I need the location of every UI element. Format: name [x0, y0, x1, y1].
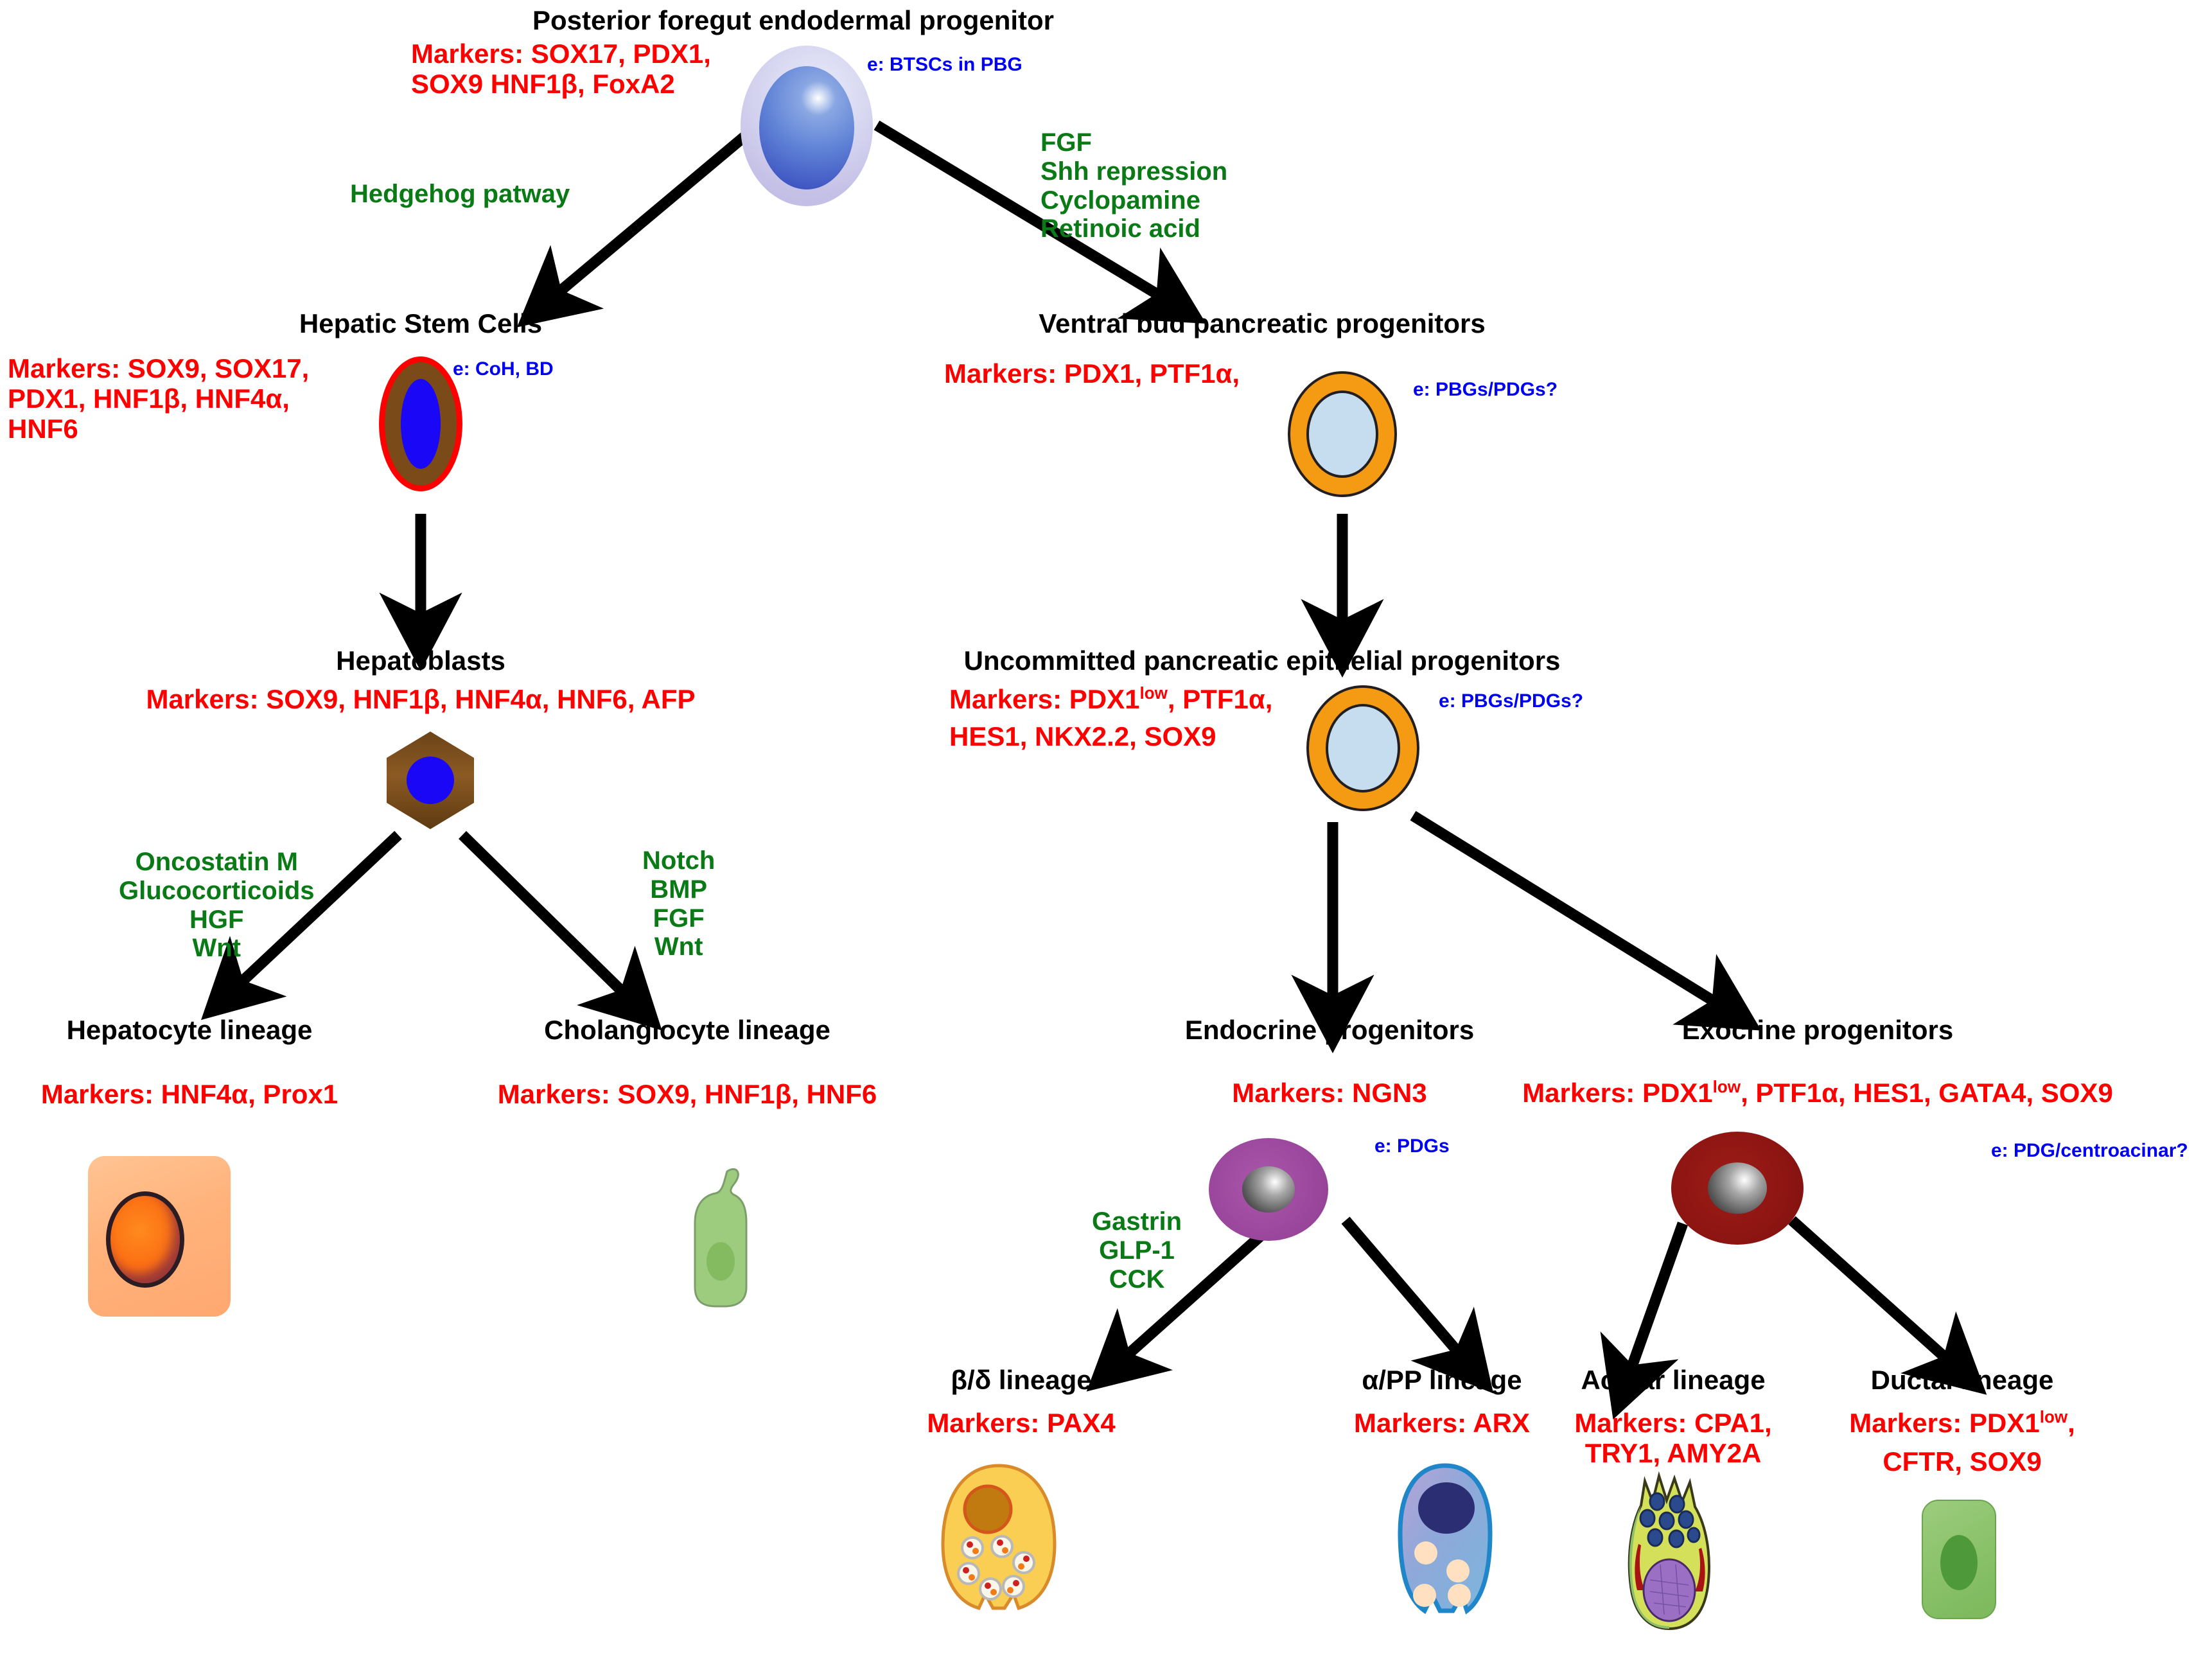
- hepatoblasts-title: Hepatoblasts: [336, 645, 505, 676]
- acinar-cell-shape: [1628, 1471, 1710, 1631]
- cholangiocyte-lineage-markers: Markers: SOX9, HNF1β, HNF6: [497, 1079, 877, 1109]
- exocrine-markers-prefix: Markers: PDX1: [1522, 1078, 1713, 1108]
- exocrine-progenitors-markers: Markers: PDX1low, PTF1α, HES1, GATA4, SO…: [1522, 1077, 2113, 1108]
- hepatocyte-lineage-markers: Markers: HNF4α, Prox1: [40, 1079, 338, 1109]
- cholangiocyte-shape: [694, 1168, 748, 1308]
- endocrine-progenitors-title: Endocrine progenitors: [1184, 1015, 1475, 1045]
- acinar-lineage-title: Acinar lineage: [1581, 1365, 1766, 1395]
- hepatic-stem-cell-nucleus-icon: [401, 379, 441, 469]
- cholangiocyte-lineage-title: Cholangiocyte lineage: [544, 1015, 830, 1045]
- hepatoblast-nucleus-icon: [407, 757, 454, 804]
- uncommitted-lumen-icon: [1326, 704, 1400, 793]
- hepatoblasts-markers: Markers: SOX9, HNF1β, HNF4α, HNF6, AFP: [146, 684, 696, 714]
- beta-cell-icon: [938, 1463, 1060, 1617]
- arrow-exocrine-to-acinar: [1600, 1222, 1689, 1420]
- exocrine-markers-superscript: low: [1712, 1077, 1741, 1096]
- foregut-annotation: e: BTSCs in PBG: [867, 54, 1023, 75]
- foregut-progenitor-cell-icon: [741, 46, 873, 206]
- ventral-bud-markers: Markers: PDX1, PTF1α,: [944, 358, 1240, 389]
- ductal-cell-icon: [1922, 1500, 1996, 1619]
- endocrine-progenitor-cell-icon: [1209, 1138, 1328, 1241]
- foregut-markers: Markers: SOX17, PDX1, SOX9 HNF1β, FoxA2: [411, 39, 711, 100]
- endocrine-progenitors-annotation: e: PDGs: [1374, 1135, 1450, 1157]
- uncommitted-markers-superscript: low: [1139, 683, 1168, 703]
- ductal-markers-superscript: low: [2039, 1407, 2068, 1426]
- foregut-title: Posterior foregut endodermal progenitor: [532, 5, 1055, 35]
- hepatocyte-induction-factors: Oncostatin M Glucocorticoids HGF Wnt: [119, 848, 315, 963]
- arrow-uncommitted-to-exocrine: [1410, 811, 1762, 1031]
- hepatoblast-cell-icon: [387, 732, 474, 829]
- arrow-hepatoblast-to-cholangiocyte: [459, 830, 662, 1031]
- pancreatic-induction-factors: FGF Shh repression Cyclopamine Retinoic …: [1040, 128, 1228, 243]
- arrow-exocrine-to-ductal: [1788, 1216, 1987, 1395]
- exocrine-progenitor-nucleus-icon: [1708, 1162, 1767, 1214]
- uncommitted-markers-suffix: , PTF1α,: [1167, 684, 1273, 714]
- ductal-lineage-title: Ductal lineage: [1870, 1365, 2054, 1395]
- uncommitted-annotation: e: PBGs/PDGs?: [1439, 690, 1584, 712]
- cholangiocyte-cell-icon: [687, 1164, 754, 1309]
- exocrine-markers-suffix: , PTF1α, HES1, GATA4, SOX9: [1741, 1078, 2113, 1108]
- endocrine-sublineage-factors: Gastrin GLP-1 CCK: [1092, 1207, 1182, 1293]
- beta-delta-lineage-markers: Markers: PAX4: [927, 1408, 1116, 1438]
- hepatic-stem-cells-title: Hepatic Stem Cells: [299, 308, 543, 338]
- hepatic-stem-cells-markers: Markers: SOX9, SOX17, PDX1, HNF1β, HNF4α…: [8, 353, 310, 444]
- exocrine-progenitors-title: Exocrine progenitors: [1681, 1015, 1954, 1045]
- endocrine-progenitors-markers: Markers: NGN3: [1232, 1078, 1427, 1108]
- cholangiocyte-induction-factors: Notch BMP FGF Wnt: [642, 846, 715, 961]
- arrow-endocrine-to-alphapp: [1341, 1216, 1494, 1394]
- hepatic-stem-cells-annotation: e: CoH, BD: [453, 358, 554, 380]
- ductal-cell-nucleus-icon: [1940, 1535, 1978, 1591]
- alpha-pp-cell-icon: [1392, 1463, 1498, 1620]
- acinar-lineage-markers: Markers: CPA1, TRY1, AMY2A: [1574, 1408, 1772, 1469]
- beta-delta-lineage-title: β/δ lineage: [951, 1365, 1092, 1395]
- ductal-lineage-markers-line1: Markers: PDX1low,: [1849, 1407, 2075, 1438]
- foregut-nucleus-icon: [759, 66, 854, 189]
- arrow-foregut-to-hepatic: [516, 121, 762, 328]
- uncommitted-markers-line2: HES1, NKX2.2, SOX9: [949, 721, 1216, 751]
- uncommitted-progenitor-cell-icon: [1306, 685, 1419, 811]
- uncommitted-markers-line1: Markers: PDX1low, PTF1α,: [949, 683, 1273, 714]
- hepatic-stem-cell-icon: [379, 356, 462, 491]
- ventral-bud-title: Ventral bud pancreatic progenitors: [1039, 308, 1486, 338]
- beta-cell-shape: [941, 1464, 1057, 1611]
- ventral-bud-progenitor-cell-icon: [1288, 371, 1397, 497]
- endocrine-progenitor-nucleus-icon: [1242, 1166, 1295, 1213]
- alpha-cell-shape: [1398, 1463, 1493, 1615]
- ventral-bud-annotation: e: PBGs/PDGs?: [1413, 379, 1558, 400]
- uncommitted-markers-prefix: Markers: PDX1: [949, 684, 1140, 714]
- hepatocyte-nucleus-icon: [105, 1191, 184, 1288]
- alpha-pp-lineage-title: α/PP lineage: [1362, 1365, 1522, 1395]
- hepatocyte-cell-icon: [88, 1156, 231, 1317]
- acinar-cell-icon: [1622, 1471, 1718, 1631]
- exocrine-progenitors-annotation: e: PDG/centroacinar?: [1991, 1140, 2188, 1161]
- exocrine-progenitor-cell-icon: [1671, 1132, 1804, 1245]
- hedgehog-factor-label: Hedgehog patway: [350, 180, 570, 208]
- ductal-markers-suffix: ,: [2067, 1408, 2075, 1438]
- uncommitted-title: Uncommitted pancreatic epithelial progen…: [963, 645, 1561, 676]
- ventral-bud-lumen-icon: [1306, 390, 1378, 478]
- ductal-markers-prefix: Markers: PDX1: [1849, 1408, 2040, 1438]
- ductal-lineage-markers-line2: CFTR, SOX9: [1883, 1446, 2042, 1477]
- alpha-pp-lineage-markers: Markers: ARX: [1354, 1408, 1530, 1438]
- hepatocyte-lineage-title: Hepatocyte lineage: [66, 1015, 313, 1045]
